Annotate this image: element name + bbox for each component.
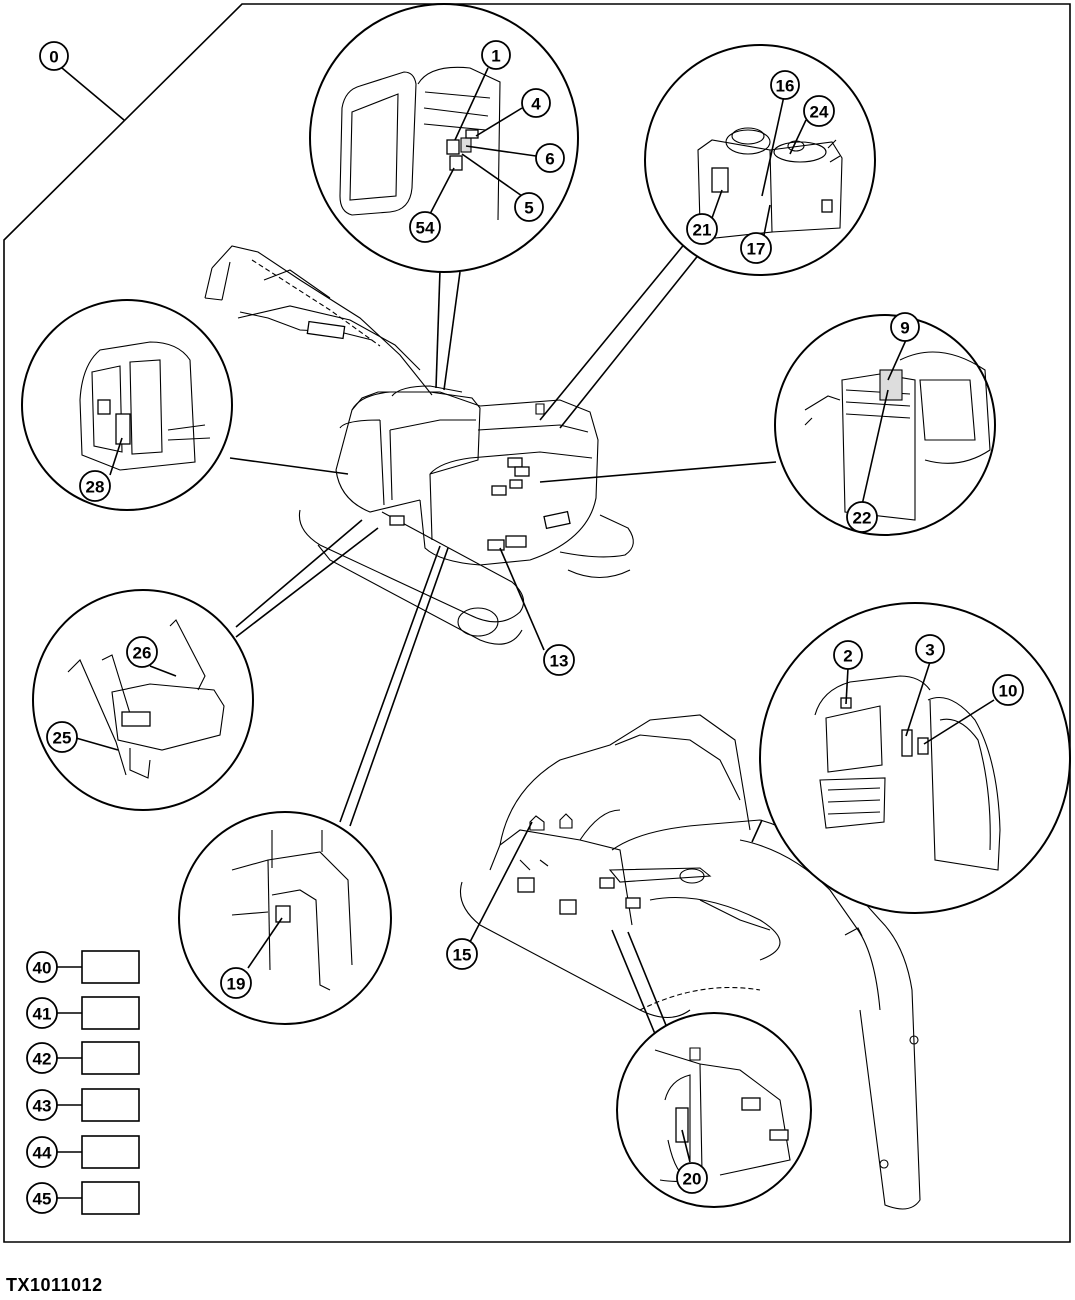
legend-row-41: 41 [26,996,140,1030]
callout-16: 16 [770,70,800,100]
leader-0 [61,67,125,121]
svg-text:21: 21 [693,221,712,240]
legend-row-40: 40 [26,950,140,984]
svg-text:13: 13 [550,652,569,671]
callout-20: 20 [676,1162,708,1194]
svg-text:9: 9 [900,319,909,338]
svg-text:24: 24 [810,103,829,122]
callout-0: 0 [39,41,69,71]
callout-54: 54 [409,211,441,243]
svg-text:28: 28 [86,478,105,497]
svg-text:40: 40 [33,959,52,978]
legend-box-45 [81,1181,140,1215]
svg-text:25: 25 [53,729,72,748]
legend-row-45: 45 [26,1181,140,1215]
legend-row-42: 42 [26,1041,140,1075]
callout-22: 22 [846,501,878,533]
svg-text:54: 54 [416,219,435,238]
svg-text:4: 4 [531,95,541,114]
svg-text:20: 20 [683,1170,702,1189]
detail-side-panel [178,545,449,1025]
svg-text:17: 17 [747,240,766,259]
callout-4: 4 [521,88,551,118]
legend-box-44 [81,1135,140,1169]
svg-text:10: 10 [999,682,1018,701]
detail-pump-decals [32,519,379,811]
detail-cab-interior [21,299,349,511]
svg-text:45: 45 [33,1190,52,1209]
svg-text:0: 0 [49,48,58,67]
svg-text:42: 42 [33,1050,52,1069]
svg-text:16: 16 [776,77,795,96]
figure-id: TX1011012 [6,1275,103,1295]
svg-text:1: 1 [491,47,500,66]
callout-3: 3 [915,634,945,664]
callout-21: 21 [686,213,718,245]
callout-6: 6 [535,143,565,173]
callout-2: 2 [833,640,863,670]
legend-box-42 [81,1041,140,1075]
detail-radiator-decals [539,314,996,536]
callout-13: 13 [543,644,575,676]
svg-text:19: 19 [227,975,246,994]
detail-cab-door [751,602,1071,914]
callout-24: 24 [803,95,835,127]
svg-text:3: 3 [925,641,934,660]
legend-box-41 [81,996,140,1030]
legend-row-43: 43 [26,1088,140,1122]
svg-text:5: 5 [524,199,533,218]
callout-15: 15 [446,938,478,970]
callouts: 0 1 4 6 5 54 16 24 21 17 9 22 28 26 25 1… [39,40,1024,1194]
svg-text:41: 41 [33,1005,52,1024]
callout-17: 17 [740,232,772,264]
legend-row-44: 44 [26,1135,140,1169]
detail-cab-decals [309,3,579,391]
legend-box-40 [81,950,140,984]
callout-25: 25 [46,721,78,753]
callout-5: 5 [514,192,544,222]
svg-text:22: 22 [853,509,872,528]
svg-text:15: 15 [453,946,472,965]
svg-text:6: 6 [545,150,554,169]
excavator-front-view [204,245,634,645]
svg-text:2: 2 [843,647,852,666]
callout-28: 28 [79,470,111,502]
detail-front-guard [611,929,812,1208]
svg-text:44: 44 [33,1144,52,1163]
callout-26: 26 [126,636,158,668]
svg-text:26: 26 [133,644,152,663]
legend-box-43 [81,1088,140,1122]
svg-text:43: 43 [33,1097,52,1116]
diagram-frame [3,3,1071,1243]
callout-9: 9 [890,312,920,342]
callout-1: 1 [481,40,511,70]
legend: 40 41 42 43 44 45 [26,950,140,1215]
callout-10: 10 [992,674,1024,706]
callout-19: 19 [220,967,252,999]
